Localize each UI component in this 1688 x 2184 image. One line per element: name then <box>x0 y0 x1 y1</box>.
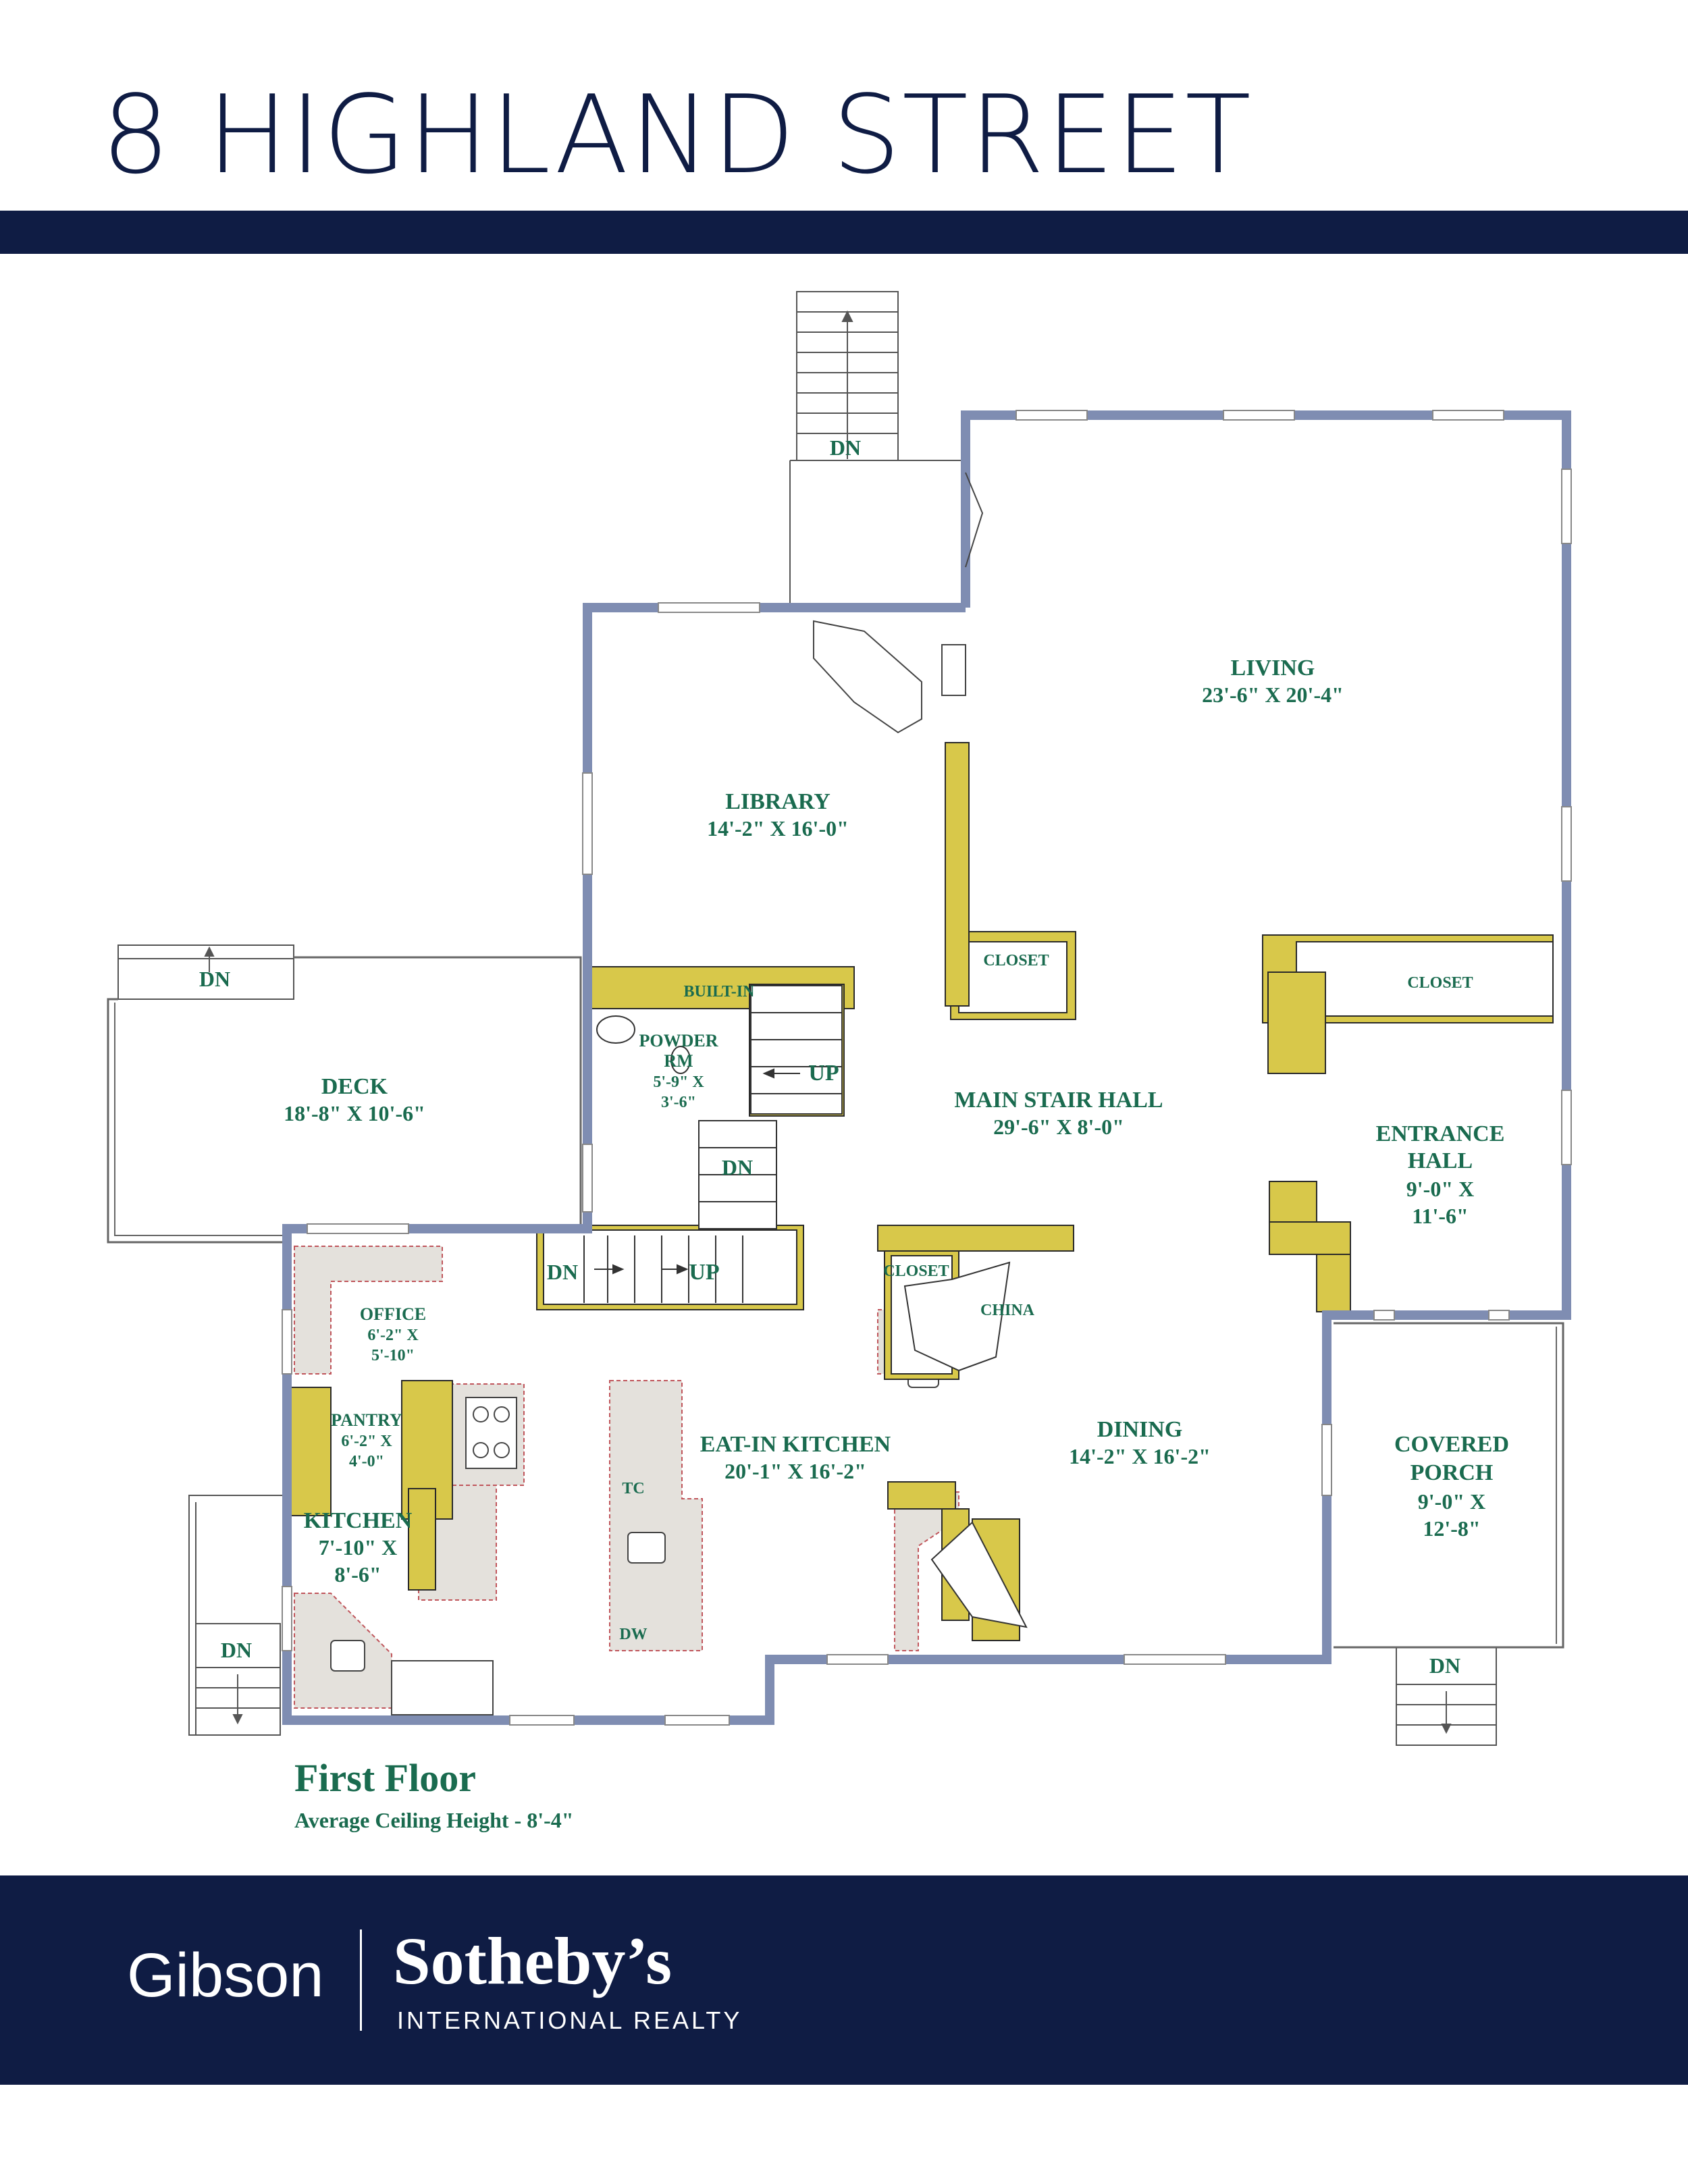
rear-stairs <box>789 291 966 605</box>
powder-rm-label-1: POWDER <box>639 1031 718 1050</box>
covered-porch-label-2: PORCH <box>1410 1460 1494 1485</box>
powder-rm-size-2: 3'-6" <box>661 1094 696 1111</box>
entrance-hall-label-1: ENTRANCE <box>1376 1121 1505 1146</box>
main-stair-hall-label: MAIN STAIR HALL <box>954 1088 1163 1113</box>
covered-porch-size-1: 9'-0" X <box>1418 1489 1485 1514</box>
floor-title: First Floor <box>294 1756 476 1800</box>
eat-in-kitchen-size: 20'-1" X 16'-2" <box>724 1459 866 1483</box>
built-in-label: BUILT-IN <box>684 983 756 1001</box>
pantry-size-2: 4'-0" <box>349 1453 384 1470</box>
covered-porch-label-1: COVERED <box>1394 1432 1509 1457</box>
living-size: 23'-6" X 20'-4" <box>1202 683 1344 707</box>
closet-dining-label: CLOSET <box>883 1262 949 1280</box>
kitchen-label: KITCHEN <box>304 1508 413 1533</box>
eat-in-kitchen-label: EAT-IN KITCHEN <box>700 1432 891 1457</box>
up-lower-label: UP <box>689 1260 719 1285</box>
pantry-label: PANTRY <box>331 1410 402 1430</box>
porch-outline <box>1334 1322 1564 1649</box>
powder-room-fixtures <box>596 1015 691 1074</box>
brand-gibson: Gibson <box>127 1941 324 2010</box>
page-title: 8 HIGHLAND STREET <box>101 72 1252 198</box>
dn-kitchen-label: DN <box>221 1638 252 1662</box>
main-stair-hall-size: 29'-6" X 8'-0" <box>993 1115 1124 1139</box>
powder-rm-label-2: RM <box>664 1051 693 1071</box>
office-size-1: 6'-2" X <box>367 1327 419 1344</box>
tc-label: TC <box>622 1480 644 1497</box>
covered-porch-size-2: 12'-8" <box>1423 1516 1480 1541</box>
exterior-walls <box>282 410 1571 1725</box>
library-size: 14'-2" X 16'-0" <box>707 816 849 841</box>
dining-label: DINING <box>1097 1417 1183 1442</box>
feature-labels: CLOSET CLOSET CLOSET CHINA BUILT-IN TC D… <box>619 952 1473 1643</box>
closet-entrance-label: CLOSET <box>1407 974 1473 992</box>
kitchen-size-1: 7'-10" X <box>319 1535 397 1560</box>
up-main-label: UP <box>808 1061 839 1086</box>
footer-bar <box>0 1875 1688 2085</box>
deck-size: 18'-8" X 10'-6" <box>284 1101 425 1125</box>
deck-label: DECK <box>321 1074 388 1099</box>
brand-international-realty: INTERNATIONAL REALTY <box>397 2006 743 2034</box>
entrance-hall-size-2: 11'-6" <box>1412 1204 1469 1228</box>
porch-stairs <box>1396 1647 1497 1746</box>
living-label: LIVING <box>1231 656 1315 681</box>
office-size-2: 5'-10" <box>371 1347 415 1364</box>
dining-size: 14'-2" X 16'-2" <box>1069 1444 1211 1468</box>
dn-deck-label: DN <box>199 967 230 991</box>
kitchen-side-stairs <box>188 1495 284 1736</box>
interior-stairs <box>583 985 843 1303</box>
closet-living-label: CLOSET <box>983 952 1049 969</box>
library-label: LIBRARY <box>725 789 830 814</box>
stair-labels: DN DN UP DN DN UP DN DN <box>199 435 1460 1678</box>
deck-outline <box>107 956 582 1244</box>
powder-rm-size-1: 5'-9" X <box>653 1073 704 1091</box>
interior-walls <box>290 742 1554 1641</box>
dw-label: DW <box>619 1626 647 1643</box>
china-label: CHINA <box>980 1302 1035 1319</box>
dining-china <box>903 1261 1028 1628</box>
kitchen-size-2: 8'-6" <box>334 1562 381 1587</box>
entrance-hall-label-2: HALL <box>1408 1148 1473 1173</box>
brand-sothebys: Sotheby’s <box>393 1923 672 1998</box>
room-labels: LIVING 23'-6" X 20'-4" LIBRARY 14'-2" X … <box>284 656 1509 1587</box>
dn-porch-label: DN <box>1429 1653 1460 1678</box>
ceiling-height: Average Ceiling Height - 8'-4" <box>294 1808 574 1832</box>
entrance-hall-size-1: 9'-0" X <box>1406 1177 1474 1201</box>
header-bar <box>0 211 1688 254</box>
pantry-size-1: 6'-2" X <box>341 1433 392 1450</box>
dn-top-label: DN <box>830 435 861 460</box>
deck-stairs <box>117 944 294 1000</box>
brand-divider <box>360 1929 362 2031</box>
floor-plan: LIVING 23'-6" X 20'-4" LIBRARY 14'-2" X … <box>107 291 1572 1746</box>
dn-lower-label: DN <box>547 1260 578 1284</box>
fireplace <box>813 472 984 734</box>
office-label: OFFICE <box>360 1304 426 1324</box>
interior-floor <box>287 422 1566 1720</box>
dn-hall-label: DN <box>722 1155 753 1179</box>
windows <box>282 410 1572 1726</box>
